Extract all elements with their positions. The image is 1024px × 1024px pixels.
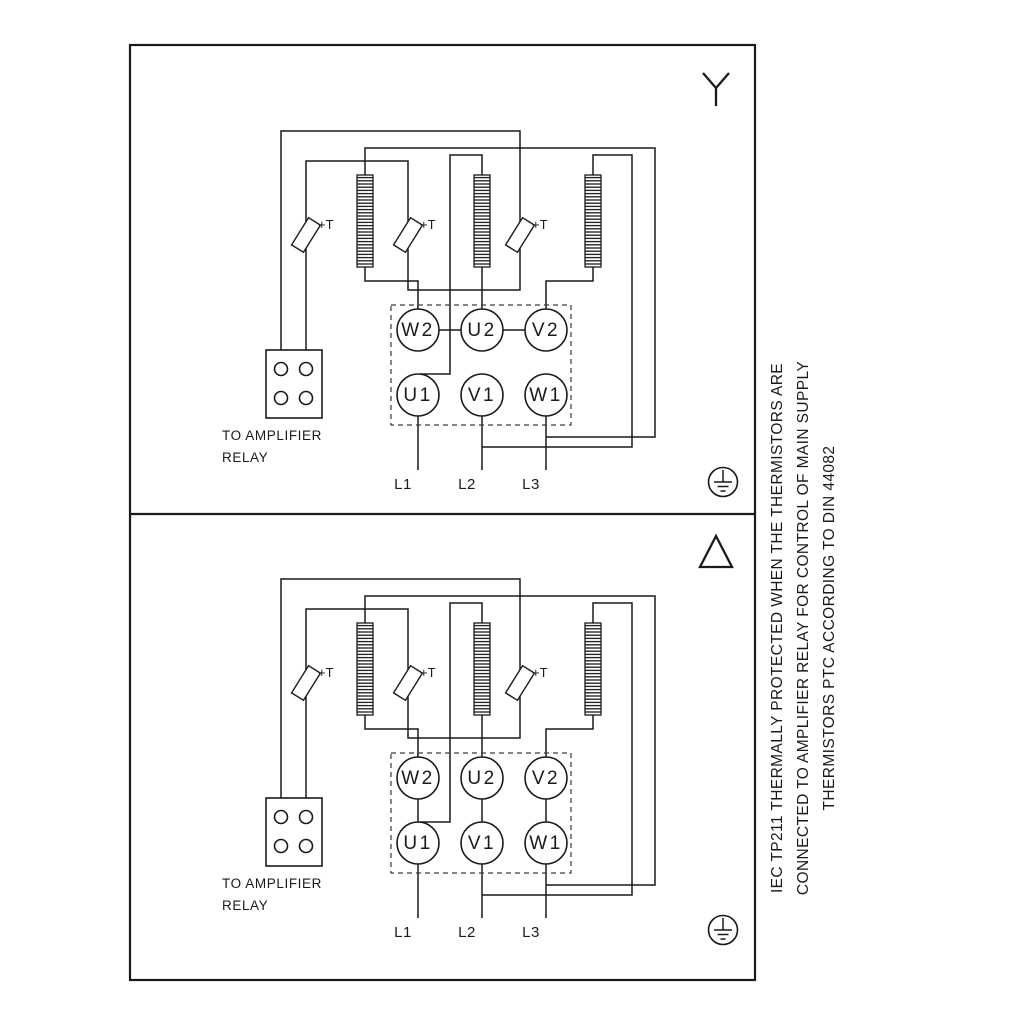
side-note-line-1: IEC TP211 THERMALLY PROTECTED WHEN THE T… [769,363,786,893]
supply-label-l3: L3 [522,476,540,493]
terminal-label-w1: W1 [529,385,563,406]
supply-label-l1: L1 [394,924,412,941]
terminal-label-u1: U1 [403,833,432,854]
terminal-label-u2: U2 [467,320,496,341]
side-note: IEC TP211 THERMALLY PROTECTED WHEN THE T… [769,361,838,895]
relay-caption-line2: RELAY [222,898,268,913]
supply-label-l3: L3 [522,924,540,941]
thermistor-label: +T [318,665,334,680]
terminal-label-u2: U2 [467,768,496,789]
supply-label-l2: L2 [458,476,476,493]
relay-caption-line2: RELAY [222,450,268,465]
thermistor-label: +T [532,665,548,680]
terminal-label-v2: V2 [532,320,560,341]
supply-label-l2: L2 [458,924,476,941]
terminal-label-w2: W2 [401,320,435,341]
drawing-frame [128,43,757,982]
star-diagram: W2 U2 V2 U1 V1 W1 +T +T +T TO AMPLIFIER … [222,72,739,498]
motor-circuit [265,130,739,498]
star-y-symbol-icon [702,72,730,106]
thermistor-label: +T [420,217,436,232]
terminal-label-w2: W2 [401,768,435,789]
relay-caption-line1: TO AMPLIFIER [222,876,322,891]
frame-border [128,43,757,982]
terminal-label-u1: U1 [403,385,432,406]
motor-circuit [265,578,739,946]
terminal-label-v1: V1 [468,833,496,854]
delta-diagram: W2 U2 V2 U1 V1 W1 +T +T +T TO AMPLIFIER … [222,533,739,946]
side-note-line-3: THERMISTORS PTC ACCORDING TO DIN 44082 [821,446,838,811]
thermistor-label: +T [420,665,436,680]
delta-triangle-symbol-icon [698,533,734,569]
terminal-label-v1: V1 [468,385,496,406]
terminal-label-w1: W1 [529,833,563,854]
terminal-label-v2: V2 [532,768,560,789]
thermistor-label: +T [532,217,548,232]
supply-label-l1: L1 [394,476,412,493]
thermistor-label: +T [318,217,334,232]
side-note-line-2: CONNECTED TO AMPLIFIER RELAY FOR CONTROL… [795,361,812,895]
relay-caption-line1: TO AMPLIFIER [222,428,322,443]
